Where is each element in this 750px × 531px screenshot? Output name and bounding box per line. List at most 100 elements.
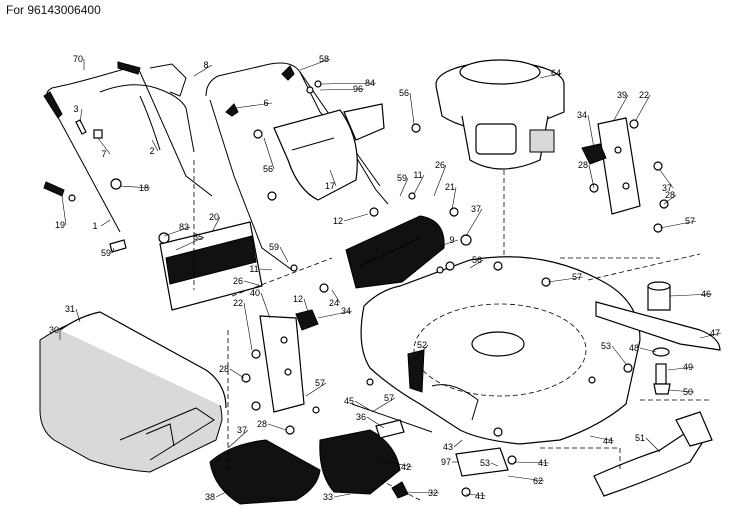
callout-leader bbox=[366, 416, 385, 429]
part-callout: 51 bbox=[635, 433, 645, 443]
callout-leader bbox=[75, 308, 81, 323]
part-callout: 18 bbox=[139, 183, 149, 193]
part-callout: 3 bbox=[73, 104, 78, 114]
part-callout: 26 bbox=[233, 276, 243, 286]
callout-leaders bbox=[59, 58, 722, 498]
part-callout: 34 bbox=[341, 306, 351, 316]
callout-leader bbox=[465, 208, 483, 237]
part-callout: 96 bbox=[353, 84, 363, 94]
part-callout: 20 bbox=[209, 212, 219, 222]
part-callout: 41 bbox=[475, 491, 485, 501]
part-callout: 43 bbox=[443, 442, 453, 452]
callout-leader bbox=[97, 137, 111, 155]
callout-leader bbox=[659, 169, 674, 189]
part-callout: 11 bbox=[249, 264, 258, 274]
part-callout: 38 bbox=[205, 492, 215, 502]
callout-leader bbox=[299, 58, 331, 71]
callout-leader bbox=[379, 459, 413, 468]
bracket-hardware bbox=[391, 427, 517, 499]
blade bbox=[595, 281, 721, 395]
callout-leader bbox=[639, 347, 657, 353]
part-callout: 59 bbox=[397, 173, 407, 183]
height-adjust-knobs bbox=[295, 143, 607, 331]
part-callout: 36 bbox=[356, 412, 366, 422]
part-callout: 28 bbox=[578, 160, 588, 170]
callout-leader bbox=[451, 186, 457, 211]
part-callout: 37 bbox=[237, 425, 247, 435]
part-callout: 41 bbox=[538, 458, 548, 468]
rear-chute bbox=[273, 109, 358, 201]
part-callout: 48 bbox=[629, 343, 639, 353]
callout-leader bbox=[413, 344, 429, 361]
part-callout: 47 bbox=[710, 328, 720, 338]
part-callout: 39 bbox=[617, 90, 627, 100]
part-callout: 45 bbox=[344, 396, 354, 406]
part-callout: 57 bbox=[572, 272, 582, 282]
callout-leader bbox=[227, 429, 249, 449]
part-callout: 57 bbox=[315, 378, 325, 388]
rear-flap-cover bbox=[345, 215, 445, 289]
part-callout: 34 bbox=[577, 110, 587, 120]
callout-leader bbox=[215, 489, 231, 498]
callout-leader bbox=[589, 435, 615, 442]
callout-leader bbox=[79, 108, 83, 123]
part-callout: 37 bbox=[662, 183, 672, 193]
callout-leader bbox=[151, 139, 159, 152]
part-callout: 17 bbox=[325, 181, 335, 191]
callout-leader bbox=[303, 298, 311, 319]
part-callout: 56 bbox=[263, 164, 273, 174]
part-callout: 12 bbox=[293, 294, 303, 304]
part-callout: 50 bbox=[683, 387, 693, 397]
part-callout: 52 bbox=[417, 340, 427, 350]
part-callout: 70 bbox=[73, 54, 83, 64]
part-callout: 6 bbox=[263, 98, 268, 108]
part-callout: 24 bbox=[329, 298, 339, 308]
callout-leader bbox=[433, 164, 447, 197]
callout-leader bbox=[371, 397, 396, 413]
callout-leader bbox=[175, 236, 205, 251]
assembly-guides bbox=[193, 160, 712, 501]
part-callout: 22 bbox=[639, 90, 649, 100]
part-callout: 56 bbox=[472, 255, 482, 265]
callout-leader bbox=[669, 293, 713, 297]
part-callout: 2 bbox=[149, 146, 154, 156]
part-callout: 46 bbox=[701, 289, 711, 299]
part-callout: 28 bbox=[219, 364, 229, 374]
callout-leader bbox=[61, 195, 67, 226]
callout-leader bbox=[490, 462, 499, 467]
callout-leader bbox=[243, 280, 263, 287]
callout-leader bbox=[333, 493, 351, 498]
engine bbox=[435, 59, 565, 360]
part-callout: 19 bbox=[55, 220, 65, 230]
callout-leader bbox=[645, 437, 661, 453]
callout-leader bbox=[413, 174, 425, 195]
part-callout: 30 bbox=[49, 325, 59, 335]
callout-leader bbox=[260, 292, 271, 319]
callout-leader bbox=[243, 302, 253, 351]
part-callout: 53 bbox=[601, 341, 611, 351]
callout-leader bbox=[163, 226, 191, 237]
part-callout: 22 bbox=[233, 298, 243, 308]
part-callout: 8 bbox=[203, 60, 208, 70]
deflector-rod bbox=[351, 403, 433, 439]
part-callout: 28 bbox=[257, 419, 267, 429]
callout-leader bbox=[659, 220, 697, 229]
callout-leader bbox=[259, 268, 273, 271]
part-callout: 44 bbox=[603, 436, 613, 446]
callout-leader bbox=[211, 216, 221, 233]
callout-leader bbox=[405, 491, 440, 494]
callout-leader bbox=[667, 389, 695, 393]
callout-leader bbox=[267, 423, 287, 431]
front-wheel-bracket bbox=[597, 117, 641, 215]
part-callout: 21 bbox=[445, 182, 455, 192]
part-callout: 97 bbox=[441, 457, 451, 467]
part-callout: 1 bbox=[92, 221, 97, 231]
callout-leader bbox=[399, 177, 409, 197]
part-callout: 9 bbox=[449, 235, 454, 245]
callout-leader bbox=[317, 310, 353, 319]
callout-leader bbox=[119, 185, 151, 189]
front-skirt bbox=[593, 411, 713, 497]
callout-leader bbox=[588, 164, 595, 189]
